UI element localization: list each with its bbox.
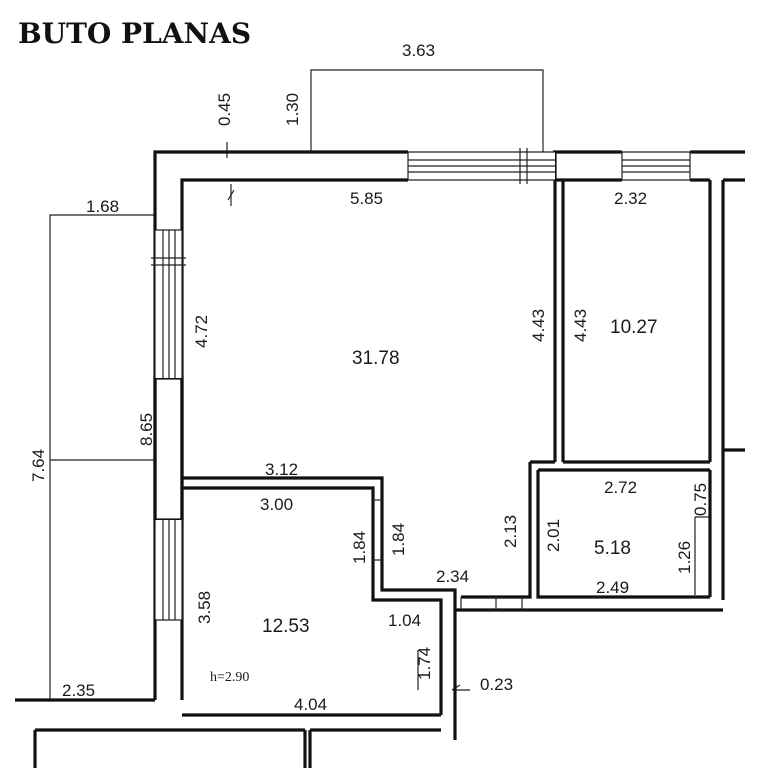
room-area-bedroom-right: 10.27 [610,317,658,338]
dim-label-gap: 0.23 [480,675,513,694]
dim-label-bottom-room: 4.04 [294,695,327,714]
dim-label-notch-height: 1.74 [415,647,434,680]
dim-label-living-top: 5.85 [350,189,383,208]
dim-label-outer-height-left: 7.64 [29,449,48,482]
dim-label-right-room-top: 2.32 [614,189,647,208]
windows [151,148,691,621]
ceiling-height-label: h=2.90 [210,670,249,685]
dim-label-bath-top: 2.72 [604,478,637,497]
dim-label-left-outer: 1.68 [86,197,119,216]
dim-label-right-room-left: 4.43 [571,309,590,342]
dim-label-notch: 1.04 [388,611,421,630]
dimension-lines [49,69,710,701]
plan-title: BUTO PLANAS [18,17,251,50]
dim-label-step-left: 1.84 [350,531,369,564]
dim-label-left-room: 3.58 [195,591,214,624]
dim-label-depth: 1.30 [283,93,302,126]
dim-label-hall: 2.13 [501,515,520,548]
dim-label-top-span: 3.63 [402,41,435,60]
dim-label-hall-bottom: 2.34 [436,567,469,586]
room-area-living: 31.78 [352,348,400,369]
dim-label-outer-height: 8.65 [137,413,156,446]
room-area-bedroom-left: 12.53 [262,616,310,637]
dim-label-bath-right: 1.26 [675,541,694,574]
room-area-bathroom: 5.18 [594,538,631,559]
dim-label-bath-right-top: 0.75 [691,483,710,516]
dim-label-left-window: 4.72 [192,315,211,348]
dim-label-step-right: 1.84 [389,523,408,556]
dim-label-mid-wall: 3.12 [265,460,298,479]
dim-label-living-right: 4.43 [529,309,548,342]
dim-label-lower-room-top: 3.00 [260,495,293,514]
dim-label-wall-thickness: 0.45 [215,93,234,126]
dim-label-bottom-left: 2.35 [62,681,95,700]
dim-label-bath-bottom: 2.49 [596,578,629,597]
dim-label-bath-left: 2.01 [544,519,563,552]
